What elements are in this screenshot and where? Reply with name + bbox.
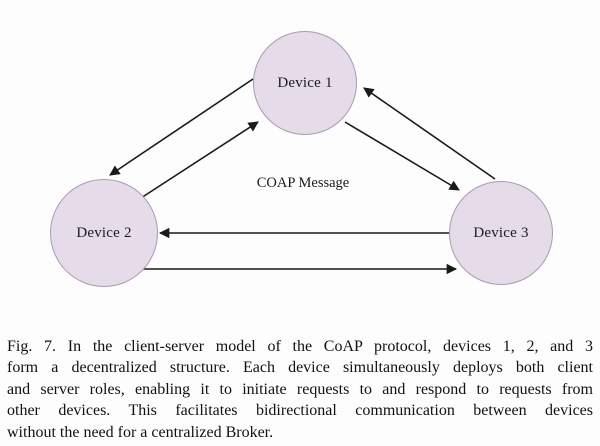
node-device-2: Device 2 bbox=[50, 179, 158, 287]
coap-topology-diagram: Device 1 Device 2 Device 3 COAP Message bbox=[50, 31, 553, 287]
node-device-3-label: Device 3 bbox=[473, 224, 529, 241]
arrow-device2-to-device1 bbox=[140, 121, 259, 199]
node-device-1-label: Device 1 bbox=[277, 74, 333, 91]
caption-line: other devices. This facilitates bidirect… bbox=[7, 402, 593, 420]
node-device-2-label: Device 2 bbox=[76, 224, 132, 241]
arrow-device1-to-device3 bbox=[344, 121, 460, 191]
figure-caption: Fig. 7. In the client-server model of th… bbox=[0, 336, 600, 443]
node-device-3: Device 3 bbox=[449, 181, 553, 285]
arrows-layer bbox=[109, 78, 496, 275]
arrow-device3-to-device1 bbox=[363, 87, 496, 180]
arrow-device1-to-device2 bbox=[109, 78, 254, 176]
caption-line: without the need for a centralized Broke… bbox=[7, 423, 274, 441]
caption-line: and server roles, enabling it to initiat… bbox=[7, 380, 593, 398]
caption-line: form a decentralized structure. Each dev… bbox=[7, 359, 593, 377]
node-device-1: Device 1 bbox=[253, 31, 357, 135]
edge-label-coap-message: COAP Message bbox=[256, 175, 350, 191]
caption-line: Fig. 7. In the client-server model of th… bbox=[7, 338, 593, 355]
